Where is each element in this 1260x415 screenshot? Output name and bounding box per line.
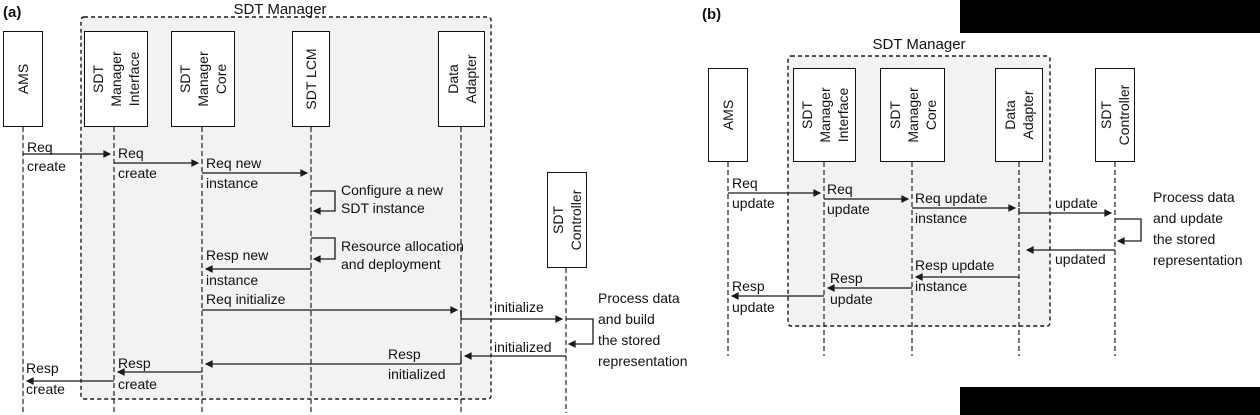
participant-sdt-manager-core-b: SDT Manager Core bbox=[880, 68, 945, 162]
message-label-req-update-2: update bbox=[827, 201, 870, 217]
participant-ams-a: AMS bbox=[3, 31, 43, 127]
participant-sdt-manager-interface-b: SDT Manager Interface bbox=[793, 68, 856, 162]
message-label-resp-update-2: update bbox=[830, 291, 873, 307]
message-label-req-update-instance: instance bbox=[915, 210, 968, 226]
message-label-req-update-2: Req bbox=[827, 181, 853, 197]
participant-sdt-lcm-a: SDT LCM bbox=[292, 31, 330, 127]
participant-data-adapter-b: Data Adapter bbox=[995, 68, 1043, 162]
participant-label: Manager bbox=[816, 87, 833, 143]
note-process-data-build: representation bbox=[598, 353, 688, 369]
redaction-bar-top bbox=[960, 0, 1260, 33]
message-label-req-create-2: Req bbox=[118, 145, 144, 161]
message-arrows-b bbox=[728, 189, 1142, 300]
message-label-resp-update-1: update bbox=[732, 299, 775, 315]
participant-label: Manager bbox=[108, 51, 124, 107]
message-label-req-update-1: update bbox=[732, 195, 775, 211]
participant-label: SDT LCM bbox=[303, 48, 319, 110]
message-label-resp-create-2: create bbox=[118, 376, 157, 392]
message-label-req-new-instance: instance bbox=[206, 175, 259, 191]
note-process-data-build: and build bbox=[598, 311, 655, 327]
participant-sdt-controller-a: SDT Controller bbox=[547, 172, 587, 268]
participant-label: Adapter bbox=[462, 54, 479, 104]
message-label-req-new-instance: Req new bbox=[206, 155, 262, 171]
participant-label: Interface bbox=[126, 51, 142, 107]
message-label-req-update-1: Req bbox=[732, 175, 758, 191]
participant-label: Controller bbox=[568, 189, 584, 251]
note-resource-allocation: Resource allocation bbox=[341, 238, 464, 254]
message-label-resp-update-instance: Resp update bbox=[915, 257, 995, 273]
lifelines-a bbox=[22, 127, 567, 413]
message-label-resp-initialized: initialized bbox=[388, 366, 446, 382]
participant-label: Manager bbox=[195, 51, 211, 107]
participant-label: SDT bbox=[1098, 101, 1114, 130]
participant-label: SDT bbox=[177, 65, 193, 94]
message-label-updated: updated bbox=[1055, 251, 1106, 267]
redaction-bar-bottom bbox=[960, 387, 1260, 415]
participant-label: SDT bbox=[550, 206, 566, 235]
note-configure-new-instance: Configure a new bbox=[341, 182, 443, 198]
message-label-req-create-2: create bbox=[118, 165, 157, 181]
message-label-req-initialize: Req initialize bbox=[206, 291, 286, 307]
message-label-resp-create-1: create bbox=[26, 381, 65, 397]
message-label-update: update bbox=[1055, 195, 1098, 211]
panel-label-b: (b) bbox=[702, 6, 722, 23]
participant-label: SDT bbox=[798, 101, 815, 130]
participant-label: Core bbox=[922, 99, 939, 131]
message-label-initialized: initialized bbox=[494, 339, 552, 355]
lifelines-b bbox=[727, 162, 1116, 356]
note-process-data-update: the stored bbox=[1153, 231, 1216, 247]
message-label-resp-initialized: Resp bbox=[388, 346, 421, 362]
message-label-req-update-instance: Req update bbox=[915, 190, 988, 206]
note-configure-new-instance: SDT instance bbox=[341, 200, 425, 216]
participant-label: Adapter bbox=[1020, 90, 1036, 140]
participant-sdt-controller-b: SDT Controller bbox=[1095, 68, 1135, 162]
participant-label: Data bbox=[1002, 100, 1018, 130]
note-process-data-update: and update bbox=[1153, 210, 1224, 226]
note-process-data-update: representation bbox=[1153, 252, 1243, 268]
participant-label: AMS bbox=[720, 99, 736, 131]
participant-ams-b: AMS bbox=[708, 68, 748, 162]
participant-label: Core bbox=[213, 63, 229, 95]
frame-title-b: SDT Manager bbox=[872, 36, 966, 53]
message-label-initialize: initialize bbox=[494, 299, 544, 315]
message-label-req-create-1: create bbox=[27, 158, 66, 174]
participant-label: Data bbox=[444, 64, 461, 94]
message-label-req-create-1: Req bbox=[27, 139, 53, 155]
note-process-data-build: Process data bbox=[598, 290, 680, 306]
message-label-resp-create-2: Resp bbox=[118, 355, 151, 371]
participant-label: Manager bbox=[904, 87, 921, 143]
message-label-resp-update-1: Resp bbox=[732, 278, 765, 294]
participant-sdt-manager-interface-a: SDT Manager Interface bbox=[84, 31, 148, 127]
message-label-resp-new-instance: Resp new bbox=[206, 247, 269, 263]
frame-title-a: SDT Manager bbox=[233, 1, 327, 18]
panel-label-a: (a) bbox=[3, 4, 22, 21]
participant-label: Interface bbox=[834, 87, 851, 143]
message-label-resp-new-instance: instance bbox=[206, 272, 259, 288]
participant-label: Controller bbox=[1116, 84, 1132, 146]
message-label-resp-update-2: Resp bbox=[830, 270, 863, 286]
participant-label: SDT bbox=[886, 101, 903, 130]
note-resource-allocation: and deployment bbox=[341, 256, 441, 272]
participant-data-adapter-a: Data Adapter bbox=[438, 31, 485, 127]
participant-label: SDT bbox=[90, 65, 106, 94]
participant-sdt-manager-core-a: SDT Manager Core bbox=[171, 31, 235, 127]
message-arrows-a bbox=[23, 150, 594, 385]
note-process-data-update: Process data bbox=[1153, 189, 1235, 205]
participant-label: AMS bbox=[15, 63, 31, 95]
message-label-resp-update-instance: instance bbox=[915, 278, 968, 294]
note-process-data-build: the stored bbox=[598, 332, 661, 348]
message-label-resp-create-1: Resp bbox=[26, 360, 59, 376]
